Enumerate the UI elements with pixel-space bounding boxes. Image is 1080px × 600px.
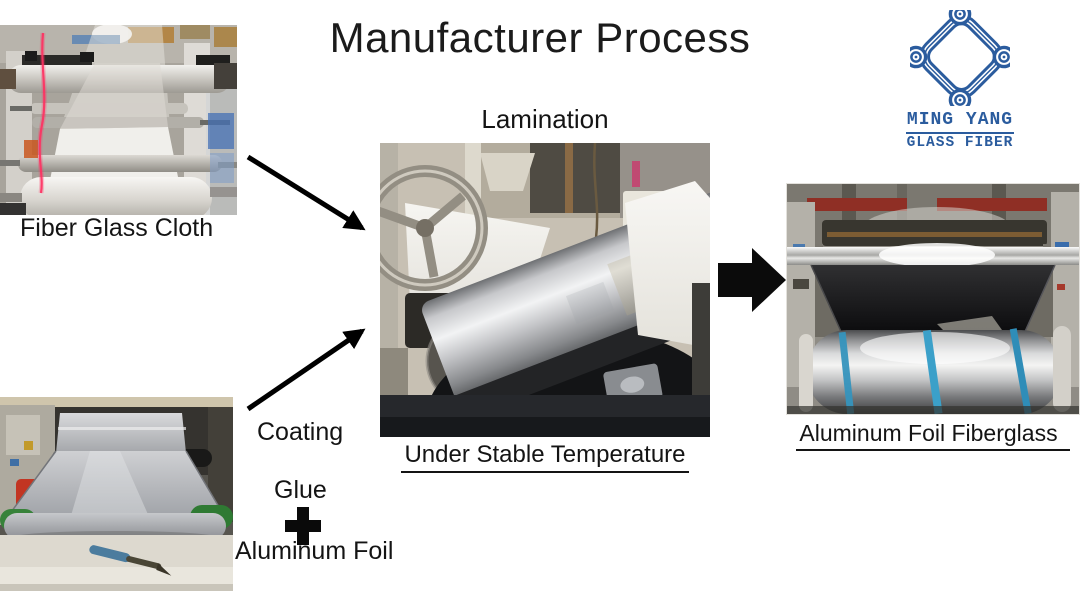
logo-company-name: MING YANG	[905, 111, 1015, 134]
coating-label: Coating	[257, 418, 344, 446]
arrow-foil-to-lamination-icon	[246, 328, 366, 412]
aluminum-foil-label: Aluminum Foil	[235, 537, 394, 565]
laminated-roll-photo	[786, 183, 1080, 415]
knot-logo-icon	[904, 2, 1016, 112]
logo-tagline: GLASS FIBER	[906, 134, 1014, 151]
company-logo: MING YANG GLASS FIBER	[898, 2, 1022, 152]
fiberglass-cloth-caption: Fiber Glass Cloth	[20, 214, 214, 242]
arrow-fiberglass-to-lamination-icon	[246, 154, 366, 231]
glue-label: Glue	[274, 476, 327, 504]
logo-whorls	[904, 2, 1016, 112]
plus-icon	[285, 507, 321, 545]
aluminum-foil-photo	[0, 397, 233, 591]
output-caption: Aluminum Foil Fiberglass	[786, 420, 1080, 451]
lamination-label: Lamination	[481, 104, 609, 134]
page-title: Manufacturer Process	[329, 14, 751, 61]
temperature-caption: Under Stable Temperature	[370, 441, 720, 473]
fiberglass-cloth-photo	[0, 25, 237, 215]
right-block-arrow-icon	[718, 248, 786, 312]
lamination-photo	[380, 143, 710, 437]
